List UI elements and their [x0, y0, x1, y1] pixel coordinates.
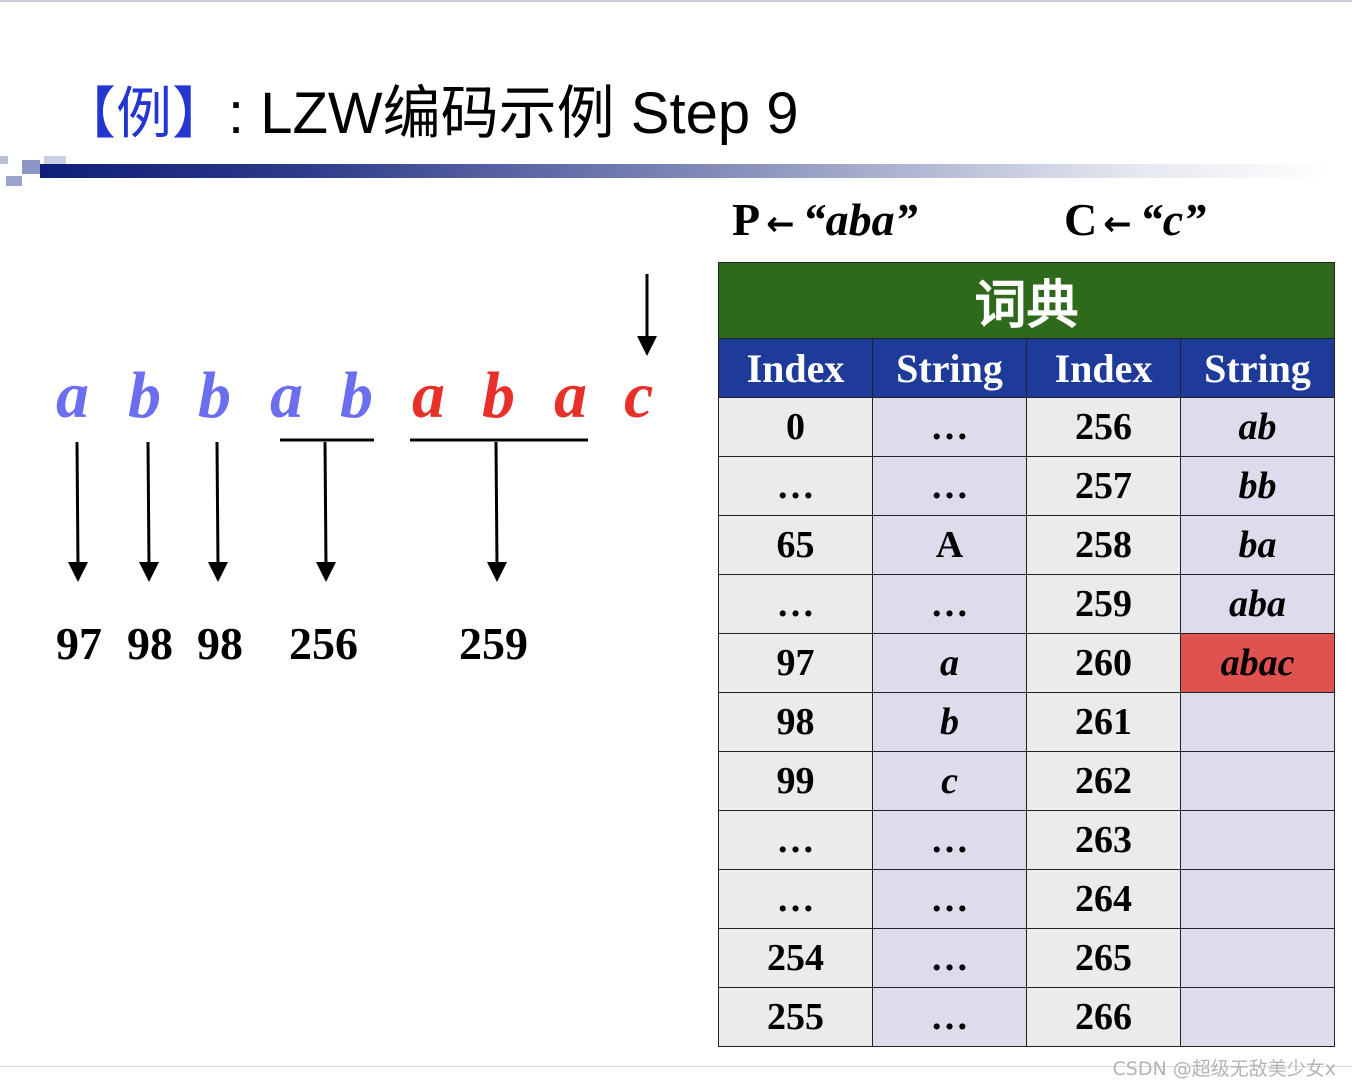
table-cell: 97 — [718, 633, 873, 693]
sequence-char: a — [270, 359, 303, 432]
column-header: String — [872, 338, 1027, 398]
code-arrow — [323, 441, 328, 567]
left-arrow-icon: ← — [766, 204, 795, 245]
table-cell: … — [872, 928, 1027, 988]
code-arrow — [75, 441, 80, 567]
table-cell: 260 — [1026, 633, 1181, 693]
table-cell: aba — [1180, 574, 1335, 634]
column-header: Index — [1026, 338, 1181, 398]
column-header: String — [1180, 338, 1335, 398]
table-cell — [1180, 810, 1335, 870]
table-cell — [1180, 987, 1335, 1047]
table-cell: 256 — [1026, 397, 1181, 457]
table-row: ……263 — [718, 810, 1335, 870]
title-example-tag: 【例】 — [60, 82, 228, 147]
code-arrow — [146, 441, 151, 567]
p-label: P — [732, 194, 761, 245]
table-cell: ab — [1180, 397, 1335, 457]
table-cell: a — [872, 633, 1027, 693]
left-arrow-icon: ← — [1103, 204, 1132, 245]
sequence-char: b — [198, 359, 231, 432]
table-cell: 99 — [718, 751, 873, 811]
bottom-border — [0, 1066, 1352, 1067]
c-assignment: C←“c” — [1064, 192, 1206, 252]
table-cell: 266 — [1026, 987, 1181, 1047]
c-label: C — [1064, 194, 1098, 245]
table-cell — [1180, 751, 1335, 811]
table-cell: … — [872, 574, 1027, 634]
slide-title: 【例】: LZW编码示例 Step 9 — [60, 78, 798, 150]
table-row: 255…266 — [718, 987, 1335, 1047]
table-cell: 262 — [1026, 751, 1181, 811]
table-row: ……264 — [718, 869, 1335, 929]
table-cell — [1180, 928, 1335, 988]
table-cell: … — [872, 810, 1027, 870]
table-cell: … — [872, 456, 1027, 516]
sequence-char: b — [340, 359, 373, 432]
table-cell: … — [718, 810, 873, 870]
p-assignment: P←“aba” — [732, 192, 918, 252]
sequence-char: a — [412, 359, 445, 432]
code-arrow — [494, 441, 499, 567]
table-cell: 0 — [718, 397, 873, 457]
table-cell: … — [872, 869, 1027, 929]
output-code: 259 — [459, 618, 528, 669]
table-cell — [1180, 869, 1335, 929]
table-row: 254…265 — [718, 928, 1335, 988]
table-cell: 261 — [1026, 692, 1181, 752]
table-cell: 259 — [1026, 574, 1181, 634]
sequence-char: a — [554, 359, 587, 432]
column-header: Index — [718, 338, 873, 398]
watermark: CSDN @超级无敌美少女x — [1112, 1058, 1336, 1080]
table-cell: 263 — [1026, 810, 1181, 870]
table-cell: A — [872, 515, 1027, 575]
sequence-char: b — [482, 359, 515, 432]
c-value: “c” — [1139, 194, 1207, 245]
table-cell: 264 — [1026, 869, 1181, 929]
table-cell: c — [872, 751, 1027, 811]
top-border — [0, 0, 1352, 2]
table-cell: 255 — [718, 987, 873, 1047]
sequence-char: c — [624, 359, 654, 432]
table-cell: b — [872, 692, 1027, 752]
output-code: 98 — [127, 618, 173, 669]
output-code: 256 — [289, 618, 358, 669]
output-code: 97 — [56, 618, 102, 669]
title-underline-bar — [0, 156, 1330, 186]
table-cell: 257 — [1026, 456, 1181, 516]
table-cell: … — [718, 456, 873, 516]
title-text: : LZW编码示例 Step 9 — [228, 81, 799, 146]
table-cell: 265 — [1026, 928, 1181, 988]
table-cell: … — [718, 574, 873, 634]
table-cell: 98 — [718, 692, 873, 752]
table-cell: bb — [1180, 456, 1335, 516]
table-cell: … — [872, 987, 1027, 1047]
table-cell: 254 — [718, 928, 873, 988]
sequence-char: a — [56, 359, 89, 432]
table-cell — [1180, 692, 1335, 752]
dictionary-title: 词典 — [718, 262, 1335, 339]
table-cell: … — [872, 397, 1027, 457]
sequence-char: b — [128, 359, 161, 432]
table-cell: ba — [1180, 515, 1335, 575]
new-entry-cell: abac — [1180, 633, 1335, 693]
p-value: “aba” — [802, 194, 918, 245]
table-cell: … — [718, 869, 873, 929]
table-cell: 65 — [718, 515, 873, 575]
code-arrow — [215, 441, 220, 567]
output-code: 98 — [197, 618, 243, 669]
table-cell: 258 — [1026, 515, 1181, 575]
